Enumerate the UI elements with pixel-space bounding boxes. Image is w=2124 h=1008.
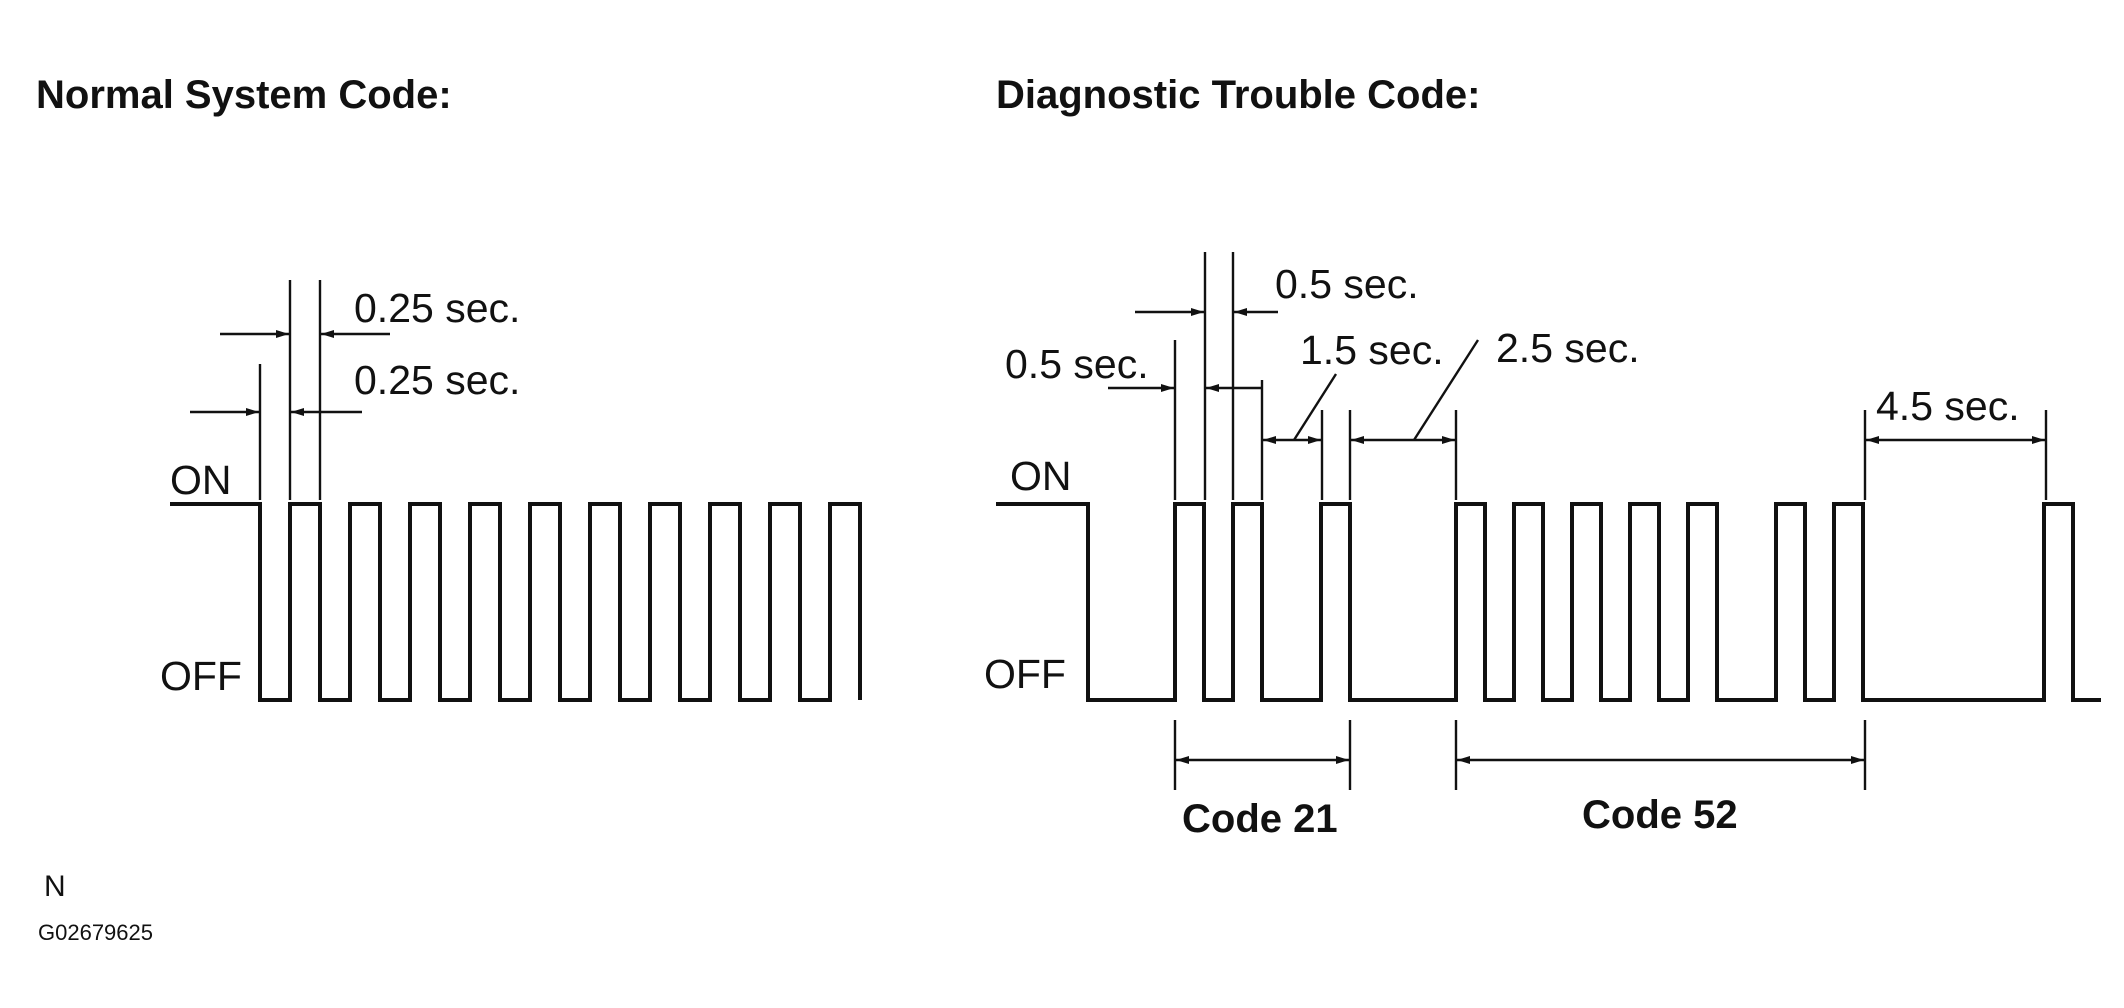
trouble-pulse-on-label: 0.5 sec. bbox=[1275, 261, 1419, 307]
normal-off-time-label: 0.25 sec. bbox=[354, 357, 520, 403]
normal-code-title: Normal System Code: bbox=[36, 73, 452, 117]
normal-system-waveform bbox=[170, 502, 862, 702]
trouble-code-title: Diagnostic Trouble Code: bbox=[996, 73, 1480, 117]
trouble-code-gap-label: 2.5 sec. bbox=[1496, 325, 1640, 371]
normal-off-label: OFF bbox=[160, 653, 242, 699]
trouble-digit-gap-label: 1.5 sec. bbox=[1300, 327, 1444, 373]
normal-on-time-label: 0.25 sec. bbox=[354, 285, 520, 331]
trouble-repeat-gap-label: 4.5 sec. bbox=[1876, 383, 2020, 429]
figure-id: G02679625 bbox=[38, 920, 153, 945]
corner-mark: N bbox=[44, 870, 66, 903]
trouble-digit-gap-leader bbox=[1292, 373, 1338, 441]
trouble-code-waveform bbox=[996, 502, 2101, 702]
normal-on-label: ON bbox=[170, 457, 232, 503]
trouble-off-label: OFF bbox=[984, 651, 1066, 697]
code-21-label: Code 21 bbox=[1182, 797, 1338, 841]
code-52-label: Code 52 bbox=[1582, 793, 1738, 837]
trouble-code-gap-leader bbox=[1412, 339, 1480, 441]
trouble-on-label: ON bbox=[1010, 453, 1072, 499]
trouble-pulse-off-label: 0.5 sec. bbox=[1005, 341, 1149, 387]
